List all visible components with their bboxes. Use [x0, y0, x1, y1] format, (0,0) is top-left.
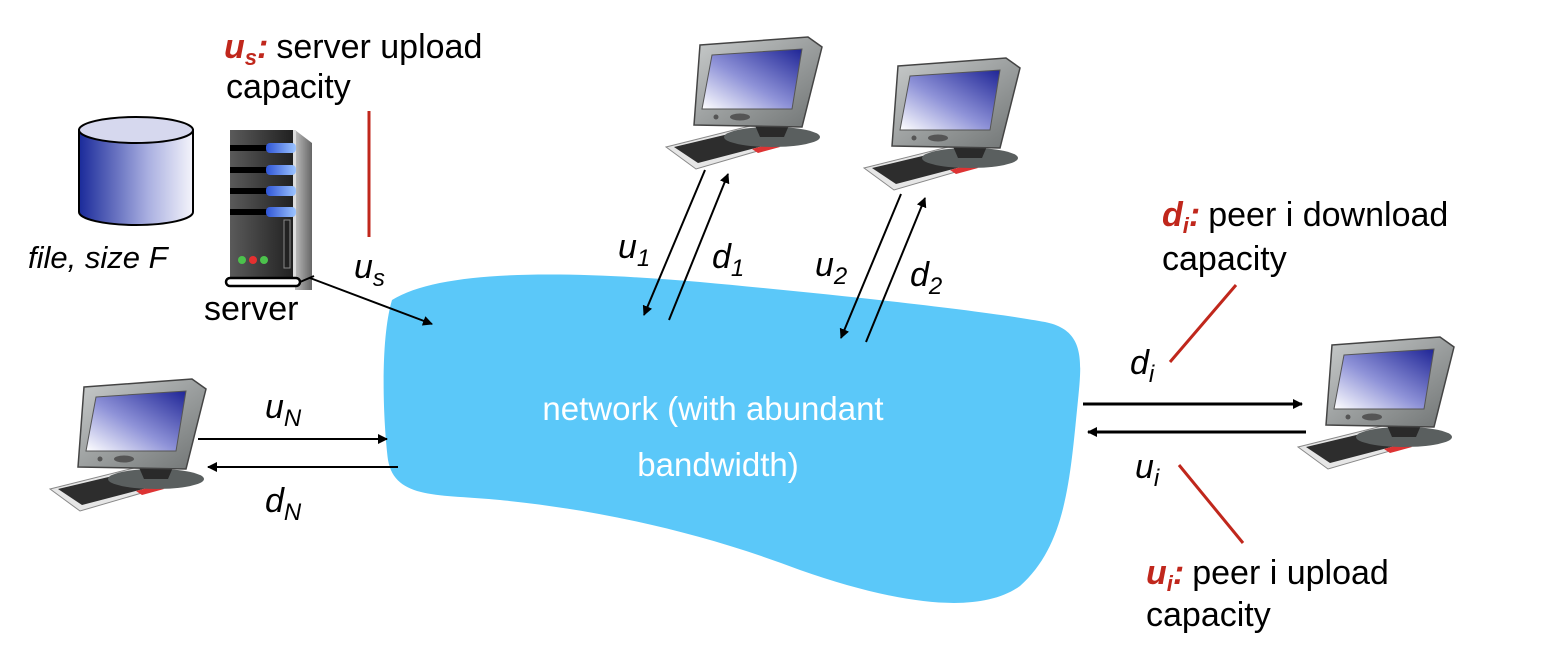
peer-2-upload-arrow — [839, 193, 902, 339]
server-tower-icon — [224, 130, 315, 290]
peer-upload-callout-line — [1177, 464, 1245, 544]
peer-2-computer-icon — [863, 57, 1021, 191]
network-label-line2: bandwidth) — [637, 446, 798, 483]
peer-download-annotation: di:peer i download — [1162, 196, 1448, 238]
server-upload-annotation: us:server upload — [224, 28, 482, 70]
server-upload-arrow — [309, 277, 433, 326]
server-label: server — [204, 290, 298, 328]
network-label-line1: network (with abundant — [542, 390, 883, 427]
peer-1-download-arrow — [668, 173, 730, 321]
peer-download-annotation-line2: capacity — [1162, 240, 1287, 278]
peer-N-download-label: dN — [265, 482, 302, 526]
peer-upload-annotation: ui:peer i upload — [1146, 554, 1389, 596]
peer-2-upload-label: u2 — [815, 246, 847, 290]
server-link-label: us — [354, 248, 385, 292]
peer-1-upload-label: u1 — [618, 228, 650, 272]
peer-i-upload-label: ui — [1135, 448, 1160, 492]
peer-1-upload-arrow — [642, 169, 706, 316]
network-cloud — [383, 274, 1081, 603]
peer-2-download-label: d2 — [910, 256, 942, 300]
peer-download-callout-line — [1168, 284, 1238, 363]
peer-i-download-label: di — [1130, 344, 1155, 388]
peer-1-download-label: d1 — [712, 238, 744, 282]
peer-N-upload-label: uN — [265, 388, 302, 432]
peer-upload-annotation-line2: capacity — [1146, 596, 1271, 634]
server-upload-annotation-line2: capacity — [226, 68, 351, 106]
peer-1-computer-icon — [665, 36, 823, 170]
peer-N-computer-icon — [49, 378, 207, 512]
peer-i-computer-icon — [1297, 336, 1455, 470]
database-cylinder-icon — [78, 116, 194, 226]
peer-2-download-arrow — [865, 197, 927, 343]
file-label: file, size F — [28, 240, 170, 275]
